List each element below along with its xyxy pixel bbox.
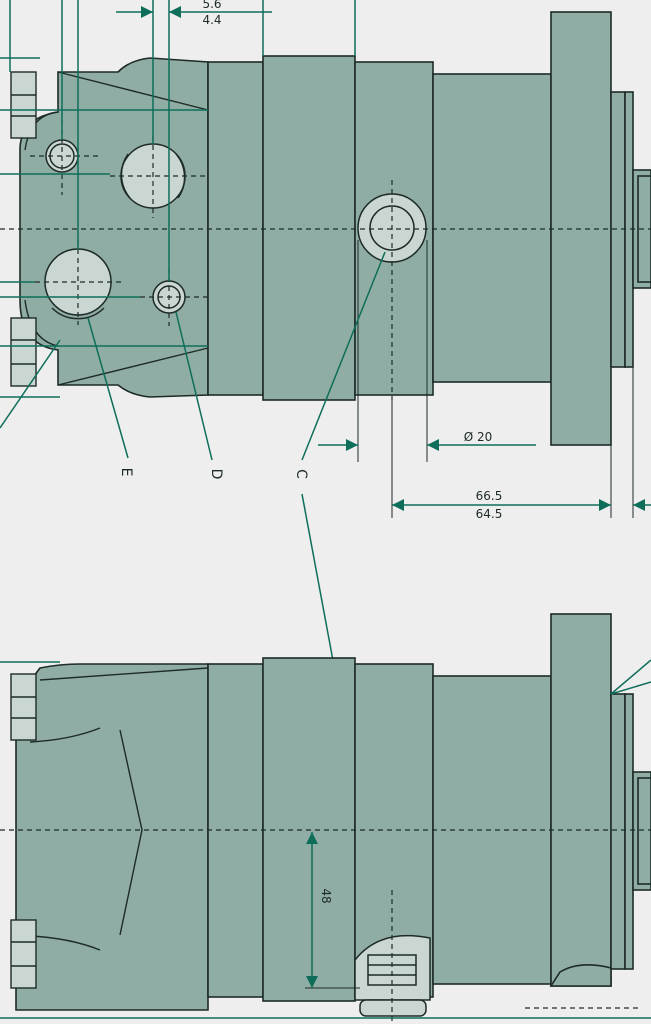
upper-view: 5.6 4.4 Ø 20 66.5 64.5 E D C xyxy=(0,0,651,941)
upper-section-2 xyxy=(262,55,356,401)
dimension-port-height: 48 xyxy=(319,888,333,903)
lower-pilot-ring xyxy=(624,693,634,970)
callout-e: E xyxy=(118,468,134,477)
lower-rear-cover xyxy=(15,663,209,1011)
dimension-flange-length-b: 64.5 xyxy=(476,507,503,521)
upper-bolt-head-top xyxy=(10,71,37,139)
callout-c: C xyxy=(293,469,309,479)
dimension-upper-offset-a: 5.6 xyxy=(202,0,221,11)
lower-bolt-head-bottom xyxy=(10,919,37,989)
dimension-flange-length-a: 66.5 xyxy=(476,489,503,503)
lower-bolt-head-top xyxy=(10,673,37,741)
lower-pilot xyxy=(610,693,626,970)
dimension-port-diameter: Ø 20 xyxy=(464,430,493,444)
lower-view: 48 xyxy=(0,613,651,1024)
upper-bolt-head-bottom xyxy=(10,317,37,387)
upper-section-4 xyxy=(432,73,552,383)
lower-mounting-flange xyxy=(550,613,612,987)
lower-port-fitting xyxy=(354,934,431,1017)
dimension-upper-offset-b: 4.4 xyxy=(202,13,221,27)
callout-d: D xyxy=(208,469,224,480)
